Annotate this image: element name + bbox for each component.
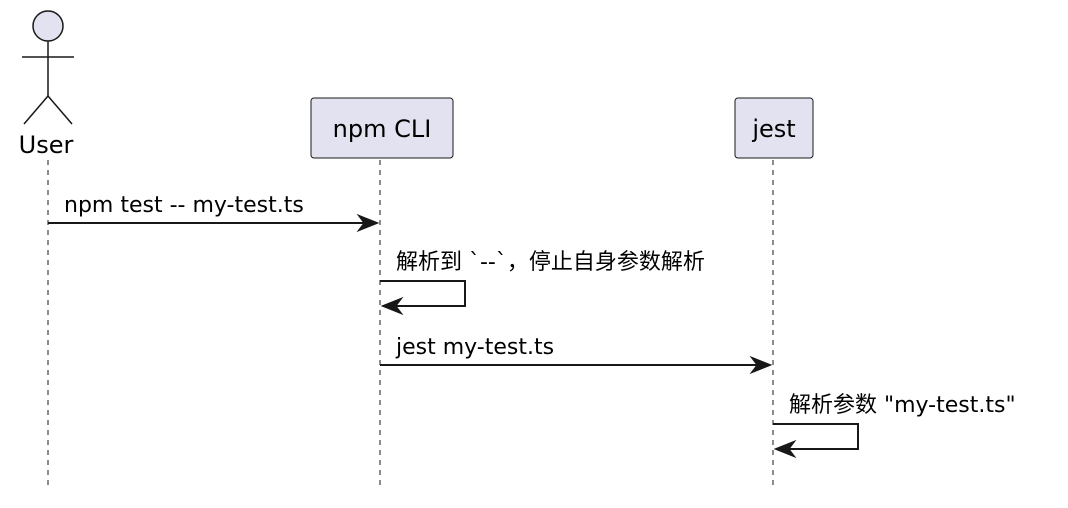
- message-label: 解析到 `--`，停止自身参数解析: [396, 250, 705, 275]
- participant-jest-label: jest: [751, 115, 795, 143]
- message-jest-self: 解析参数 "my-test.ts": [773, 393, 1016, 459]
- actor-head-icon: [32, 10, 64, 42]
- arrow-head-icon: [356, 213, 380, 233]
- message-npm-self: 解析到 `--`，停止自身参数解析: [380, 250, 705, 316]
- participant-npm-cli-label: npm CLI: [333, 115, 432, 143]
- actor-right-leg: [47, 95, 73, 125]
- participant-jest-box: [734, 97, 814, 159]
- actor-left-leg: [23, 95, 49, 125]
- message-arrow-line: [773, 423, 859, 450]
- message-label: 解析参数 "my-test.ts": [789, 393, 1016, 418]
- arrow-head-icon: [380, 296, 404, 316]
- message-label: jest my-test.ts: [395, 335, 554, 360]
- message-label: npm test -- my-test.ts: [64, 193, 304, 218]
- actor-user-label: User: [19, 131, 74, 159]
- actor-user: User: [19, 10, 74, 159]
- message-user-to-npm: npm test -- my-test.ts: [48, 193, 380, 233]
- participant-npm-cli-box: [310, 97, 454, 159]
- arrow-head-icon: [749, 355, 773, 375]
- participant-npm-cli: npm CLI: [310, 97, 454, 159]
- message-npm-to-jest: jest my-test.ts: [380, 335, 773, 375]
- arrow-head-icon: [773, 439, 797, 459]
- participant-jest: jest: [734, 97, 814, 159]
- message-arrow-line: [380, 280, 466, 307]
